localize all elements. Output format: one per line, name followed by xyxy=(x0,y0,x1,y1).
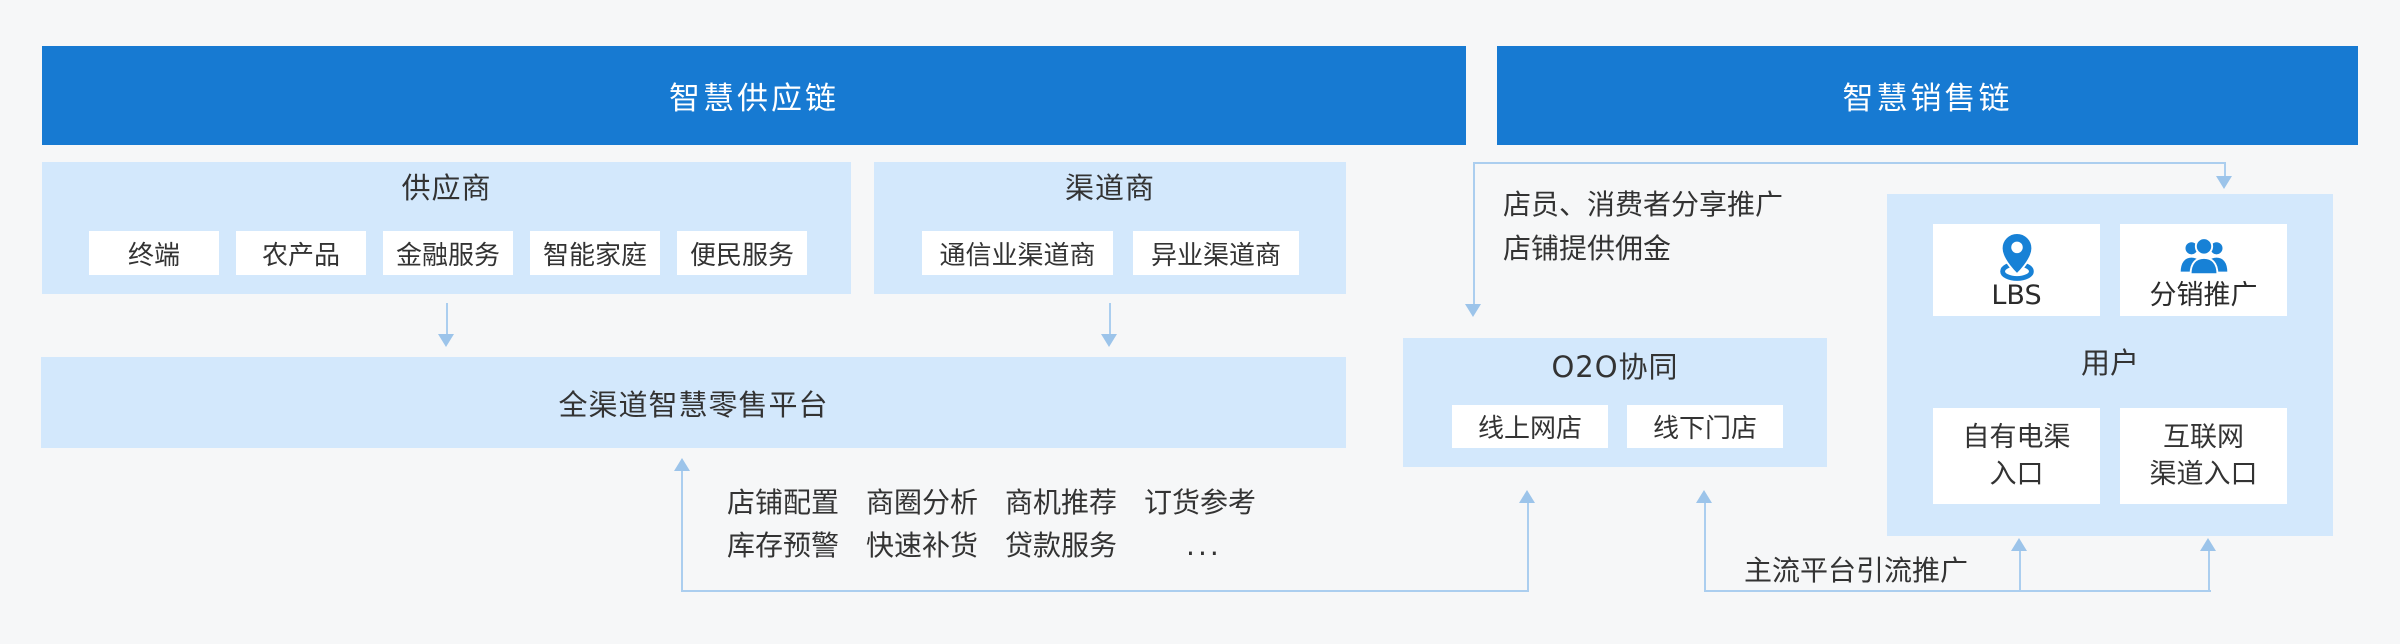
o2o-box: O2O协同 线上网店 线下门店 xyxy=(1403,338,1827,467)
feature-item: 商机推荐 xyxy=(1005,486,1118,519)
promo-note-line2: 店铺提供佣金 xyxy=(1503,232,1672,265)
up-arrow-icon xyxy=(1519,490,1535,503)
up-arrow-icon xyxy=(2200,538,2216,551)
own-echannel-entry-card: 自有电渠 入口 xyxy=(1933,408,2100,504)
supplier-chip-row: 终端 农产品 金融服务 智能家庭 便民服务 xyxy=(89,231,851,275)
connector-line xyxy=(2019,551,2021,592)
promo-note-line1: 店员、消费者分享推广 xyxy=(1503,188,1784,221)
supplier-item-chip: 金融服务 xyxy=(383,231,513,275)
feature-item-ellipsis: ... xyxy=(1186,529,1222,562)
connector-line xyxy=(1527,503,1529,592)
feature-item: 快速补货 xyxy=(866,529,979,562)
distribution-label: 分销推广 xyxy=(2149,280,2258,311)
down-arrow-icon xyxy=(1101,334,1117,347)
connector-line xyxy=(1473,164,1475,304)
connector-line xyxy=(681,590,1529,592)
channel-chip-row: 通信业渠道商 异业渠道商 xyxy=(922,231,1346,275)
header-sales-chain: 智慧销售链 xyxy=(1497,46,2358,145)
people-group-icon xyxy=(2178,237,2229,276)
distribution-card: 分销推广 xyxy=(2120,224,2287,316)
internet-channel-entry-text: 互联网 渠道入口 xyxy=(2149,422,2258,490)
header-supply-chain: 智慧供应链 xyxy=(42,46,1466,145)
connector-line xyxy=(1109,303,1111,334)
feature-item: 库存预警 xyxy=(727,529,840,562)
down-arrow-icon xyxy=(438,334,454,347)
up-arrow-icon xyxy=(2011,538,2027,551)
location-pin-icon xyxy=(1999,232,2034,281)
connector-line xyxy=(446,303,448,334)
connector-line xyxy=(2224,164,2226,176)
feature-item: 商圈分析 xyxy=(866,486,979,519)
connector-line xyxy=(1473,162,2226,164)
supplier-item-chip: 农产品 xyxy=(236,231,366,275)
o2o-item-chip: 线上网店 xyxy=(1452,405,1608,448)
lbs-label: LBS xyxy=(1991,280,2042,311)
down-arrow-icon xyxy=(1465,304,1481,317)
connector-line xyxy=(681,471,683,592)
up-arrow-icon xyxy=(1696,490,1712,503)
header-supply-chain-label: 智慧供应链 xyxy=(669,81,839,117)
feature-item: 店铺配置 xyxy=(727,486,840,519)
supplier-item-chip: 便民服务 xyxy=(677,231,807,275)
feature-row: 库存预警 快速补货 贷款服务 ... xyxy=(727,529,1256,563)
supplier-title: 供应商 xyxy=(401,171,492,205)
channel-title: 渠道商 xyxy=(1064,171,1155,205)
o2o-title: O2O协同 xyxy=(1551,350,1679,384)
user-box: LBS 分销推广 用户 自有电渠 入口 互联网 渠道入口 xyxy=(1887,194,2333,536)
feature-item: 订货参考 xyxy=(1144,486,1257,519)
o2o-item-chip: 线下门店 xyxy=(1627,405,1783,448)
platform-feature-list: 店铺配置 商圈分析 商机推荐 订货参考 库存预警 快速补货 贷款服务 ... xyxy=(727,486,1256,563)
supplier-item-chip: 终端 xyxy=(89,231,219,275)
channel-item-chip: 异业渠道商 xyxy=(1133,231,1299,275)
lbs-card: LBS xyxy=(1933,224,2100,316)
flow-label: 主流平台引流推广 xyxy=(1744,554,1969,587)
connector-line xyxy=(1704,590,2211,592)
channel-box: 渠道商 通信业渠道商 异业渠道商 xyxy=(874,162,1346,294)
down-arrow-icon xyxy=(2216,176,2232,189)
connector-line xyxy=(2208,551,2210,592)
internet-channel-entry-card: 互联网 渠道入口 xyxy=(2120,408,2287,504)
o2o-chip-row: 线上网店 线下门店 xyxy=(1452,405,1827,448)
platform-box: 全渠道智慧零售平台 xyxy=(41,357,1346,448)
supplier-item-chip: 智能家庭 xyxy=(530,231,660,275)
user-title: 用户 xyxy=(2080,346,2139,380)
channel-item-chip: 通信业渠道商 xyxy=(922,231,1113,275)
header-sales-chain-label: 智慧销售链 xyxy=(1842,81,2013,117)
up-arrow-icon xyxy=(674,458,690,471)
platform-title: 全渠道智慧零售平台 xyxy=(558,387,829,422)
own-echannel-entry-text: 自有电渠 入口 xyxy=(1962,422,2071,490)
feature-item: 贷款服务 xyxy=(1005,529,1118,562)
promo-note: 店员、消费者分享推广 店铺提供佣金 xyxy=(1503,183,1783,271)
feature-row: 店铺配置 商圈分析 商机推荐 订货参考 xyxy=(727,486,1256,520)
supplier-box: 供应商 终端 农产品 金融服务 智能家庭 便民服务 xyxy=(42,162,851,294)
connector-line xyxy=(1704,503,1706,592)
